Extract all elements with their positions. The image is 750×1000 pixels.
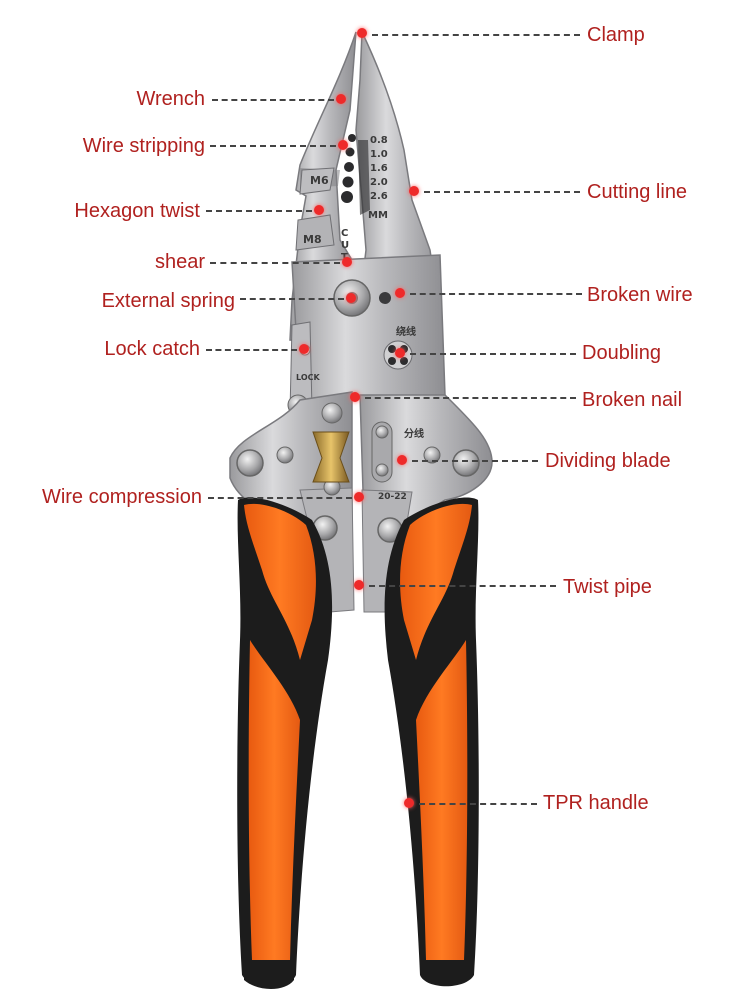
doubling-label: Doubling — [582, 342, 661, 364]
lock-catch-marker — [299, 344, 309, 354]
right-handle — [384, 497, 479, 987]
external-spring-label: External spring — [101, 290, 235, 312]
lock-catch-leader — [206, 349, 297, 351]
cutting-line-label: Cutting line — [587, 181, 688, 203]
dividing-blade-marker — [397, 455, 407, 465]
wrench-label: Wrench — [136, 88, 205, 110]
cut-c: C — [341, 228, 348, 239]
wire-stripping-leader — [210, 145, 336, 147]
size-unit: MM — [368, 210, 388, 221]
clamp-label: Clamp — [587, 24, 645, 46]
dividing-blade-label: Dividing blade — [545, 450, 671, 472]
wire-compression-leader — [208, 497, 352, 499]
broken-wire-leader — [410, 293, 582, 295]
dividing-blade-leader — [412, 460, 538, 462]
wrench-leader — [212, 99, 334, 101]
wrench-marker — [336, 94, 346, 104]
wire-compression-marker — [354, 492, 364, 502]
size-2-0: 2.0 — [370, 177, 388, 188]
broken-nail-marker — [350, 392, 360, 402]
shear-label: shear — [154, 251, 205, 273]
size-2-6: 2.6 — [370, 191, 388, 202]
cut-u: U — [341, 240, 349, 251]
hexagon-twist-leader — [206, 210, 312, 212]
gauge-text: 20-22 — [378, 492, 407, 502]
lower-plates — [229, 391, 493, 613]
shear-leader — [210, 262, 340, 264]
size-0-8: 0.8 — [370, 135, 388, 146]
winding-text: 绕线 — [396, 325, 416, 338]
left-handle — [237, 497, 333, 989]
broken-wire-marker — [395, 288, 405, 298]
split-text: 分线 — [404, 427, 424, 440]
size-1-0: 1.0 — [370, 149, 388, 160]
external-spring-leader — [240, 298, 344, 300]
wire-stripping-marker — [338, 140, 348, 150]
stripping-holes — [341, 134, 356, 203]
cutting-line-marker — [409, 186, 419, 196]
twist-pipe-marker — [354, 580, 364, 590]
clamp-marker — [357, 28, 367, 38]
broken-wire-label: Broken wire — [587, 284, 693, 306]
hex-m6: M6 — [310, 174, 329, 187]
doubling-marker — [395, 348, 405, 358]
tpr-handle-marker — [404, 798, 414, 808]
external-spring-marker — [346, 293, 356, 303]
wire-stripping-label: Wire stripping — [82, 135, 205, 157]
cutting-line-leader — [424, 191, 580, 193]
tpr-handle-leader — [419, 803, 537, 805]
tpr-handle-label: TPR handle — [543, 792, 649, 814]
hexagon-twist-marker — [314, 205, 324, 215]
clamp-leader — [372, 34, 580, 36]
lock-text: LOCK — [296, 373, 320, 382]
twist-pipe-label: Twist pipe — [563, 576, 652, 598]
hex-m8: M8 — [303, 233, 322, 246]
broken-nail-leader — [365, 397, 576, 399]
shear-marker — [342, 257, 352, 267]
doubling-leader — [410, 353, 576, 355]
twist-pipe-leader — [369, 585, 556, 587]
broken-nail-label: Broken nail — [582, 389, 683, 411]
size-1-6: 1.6 — [370, 163, 388, 174]
lock-catch-label: Lock catch — [104, 338, 200, 360]
wire-compression-label: Wire compression — [41, 486, 202, 508]
hexagon-twist-label: Hexagon twist — [74, 200, 200, 222]
